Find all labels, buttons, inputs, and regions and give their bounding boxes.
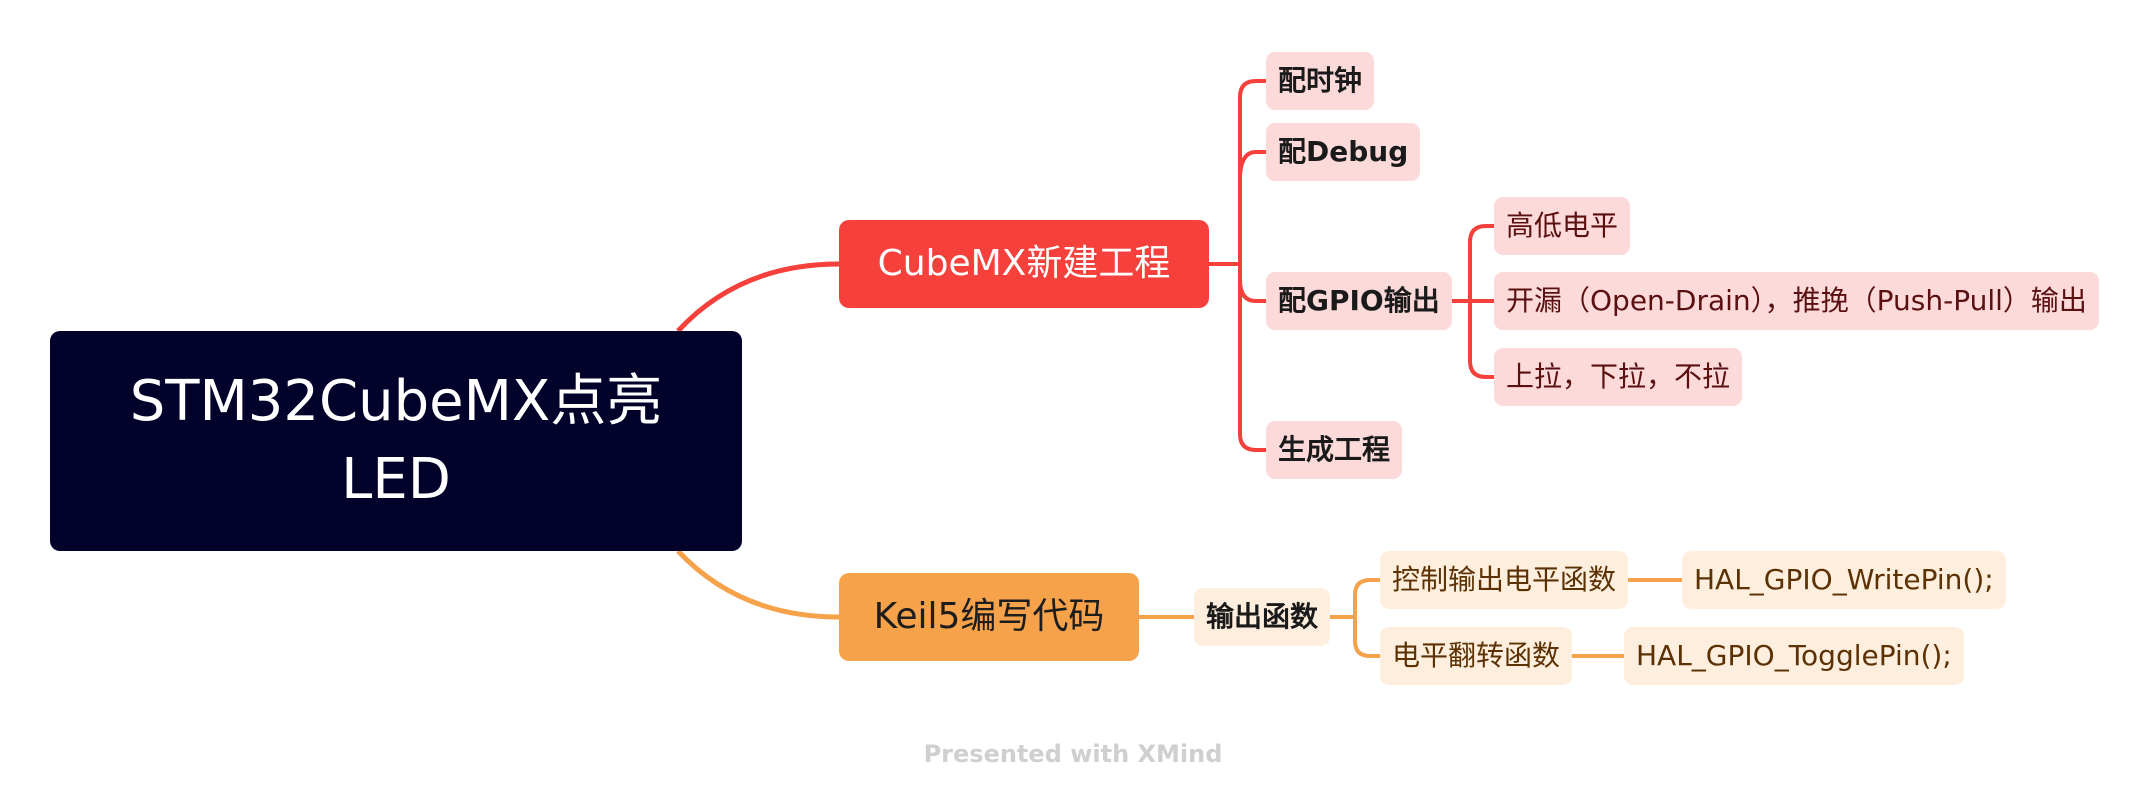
- leaf-gpio-pull[interactable]: 上拉，下拉，不拉: [1494, 348, 1743, 406]
- subtopic-debug-label: 配Debug: [1278, 135, 1409, 169]
- central-topic-line2: LED: [341, 447, 451, 512]
- central-topic[interactable]: STM32CubeMX点亮 LED: [50, 331, 742, 551]
- leaf-gpio-mode[interactable]: 开漏（Open-Drain），推挽（Push-Pull）输出: [1494, 272, 2099, 330]
- subtopic-debug[interactable]: 配Debug: [1266, 123, 1421, 181]
- topic-cubemx-label: CubeMX新建工程: [877, 243, 1171, 285]
- leaf-gpio-pull-label: 上拉，下拉，不拉: [1506, 360, 1731, 394]
- leaf-write-pin[interactable]: HAL_GPIO_WritePin();: [1682, 551, 2006, 609]
- leaf-gpio-level[interactable]: 高低电平: [1494, 197, 1631, 255]
- leaf-toggle-pin[interactable]: HAL_GPIO_TogglePin();: [1624, 627, 1964, 685]
- topic-keil-label: Keil5编写代码: [873, 596, 1105, 638]
- leaf-toggle-level[interactable]: 电平翻转函数: [1380, 627, 1573, 685]
- leaf-control-level[interactable]: 控制输出电平函数: [1380, 551, 1629, 609]
- central-topic-line1: STM32CubeMX点亮: [129, 368, 663, 434]
- leaf-toggle-pin-label: HAL_GPIO_TogglePin();: [1636, 639, 1952, 673]
- leaf-gpio-level-label: 高低电平: [1506, 209, 1619, 243]
- footer-watermark: Presented with XMind: [923, 740, 1223, 768]
- leaf-gpio-mode-label: 开漏（Open-Drain），推挽（Push-Pull）输出: [1506, 284, 2087, 318]
- topic-keil[interactable]: Keil5编写代码: [839, 573, 1139, 661]
- subtopic-output-func[interactable]: 输出函数: [1194, 588, 1331, 646]
- subtopic-gpio[interactable]: 配GPIO输出: [1266, 272, 1452, 330]
- topic-cubemx[interactable]: CubeMX新建工程: [839, 220, 1209, 308]
- subtopic-clock[interactable]: 配时钟: [1266, 52, 1375, 110]
- subtopic-gpio-label: 配GPIO输出: [1278, 284, 1440, 318]
- leaf-write-pin-label: HAL_GPIO_WritePin();: [1694, 563, 1994, 597]
- subtopic-clock-label: 配时钟: [1278, 64, 1363, 98]
- leaf-toggle-level-label: 电平翻转函数: [1392, 639, 1561, 673]
- subtopic-generate[interactable]: 生成工程: [1266, 421, 1403, 479]
- leaf-control-level-label: 控制输出电平函数: [1392, 563, 1617, 597]
- subtopic-output-func-label: 输出函数: [1206, 600, 1319, 634]
- subtopic-generate-label: 生成工程: [1278, 433, 1391, 467]
